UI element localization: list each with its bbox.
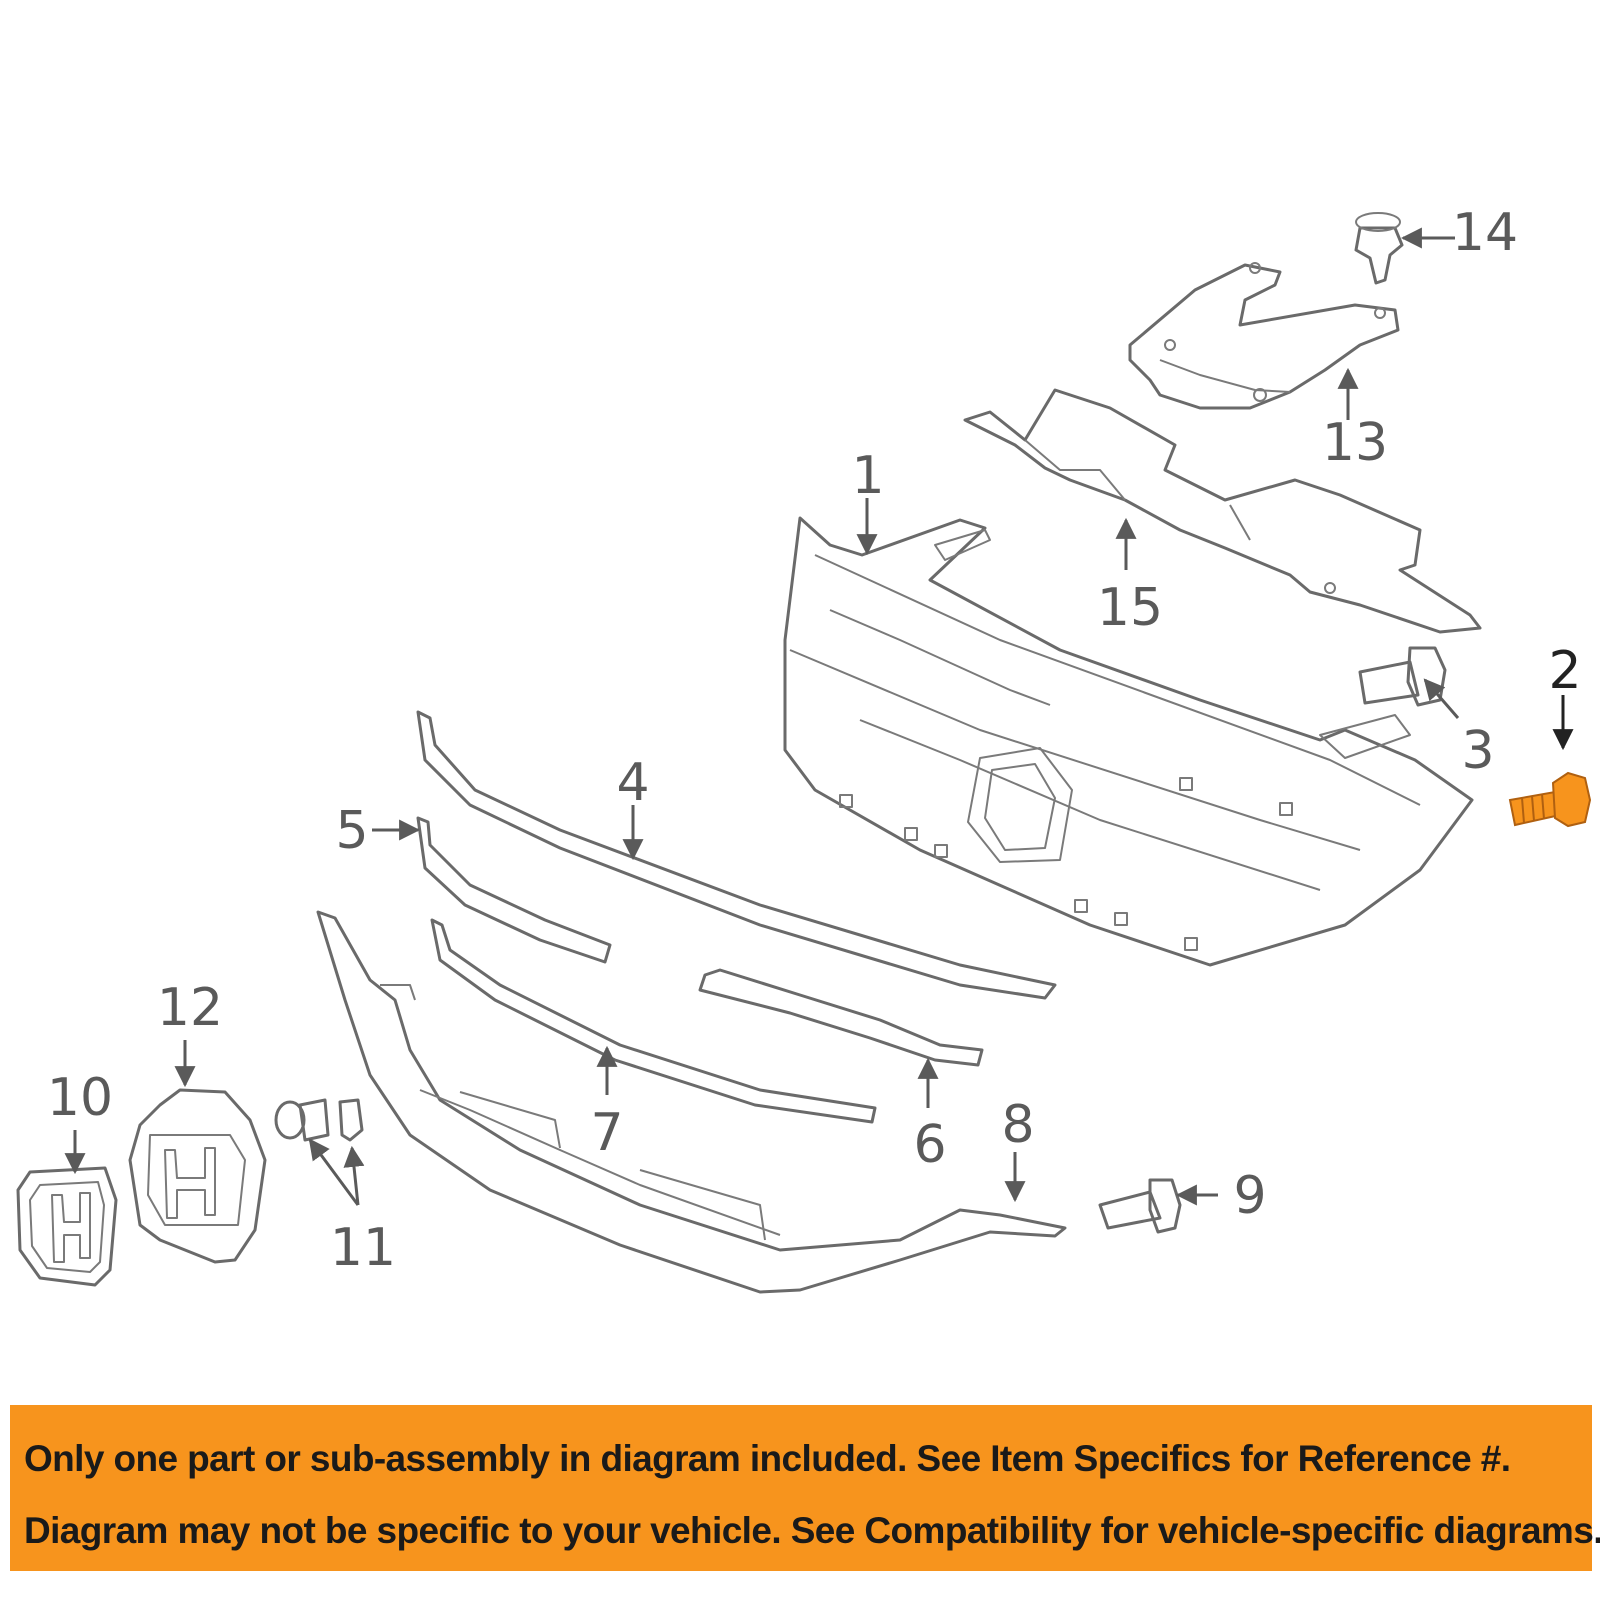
callout-8: 8 <box>1001 1095 1034 1155</box>
disclaimer-line-2: Diagram may not be specific to your vehi… <box>24 1510 1600 1551</box>
disclaimer-banner: Only one part or sub-assembly in diagram… <box>10 1405 1600 1571</box>
callout-6: 6 <box>913 1115 946 1175</box>
part-6-right-molding <box>698 968 984 1067</box>
part-13-bracket <box>1128 262 1400 410</box>
part-3-bolt <box>1358 646 1447 707</box>
callout-12: 12 <box>157 978 223 1038</box>
part-2-bolt-highlighted <box>1508 771 1592 828</box>
part-1-grille <box>783 516 1474 967</box>
callout-11: 11 <box>330 1218 396 1278</box>
callout-14: 14 <box>1452 203 1518 263</box>
part-12-emblem-base <box>128 1088 267 1264</box>
part-14-clip <box>1354 212 1404 285</box>
disclaimer-line-1: Only one part or sub-assembly in diagram… <box>24 1438 1511 1479</box>
leader-lines <box>64 227 1574 1206</box>
part-5-molding <box>416 816 612 964</box>
callout-10: 10 <box>47 1068 113 1128</box>
callout-2: 2 <box>1548 641 1581 701</box>
part-4-upper-molding <box>416 710 1057 1000</box>
callout-5: 5 <box>335 801 368 861</box>
callout-1: 1 <box>851 446 884 506</box>
callout-15: 15 <box>1097 578 1163 638</box>
part-11-clips <box>274 1098 364 1142</box>
part-8-lower-grille <box>316 910 1067 1294</box>
callout-4: 4 <box>616 753 649 813</box>
part-10-emblem <box>16 1166 118 1287</box>
callout-13: 13 <box>1322 413 1388 473</box>
callouts: 1 2 3 4 5 6 7 8 9 10 11 12 13 14 15 <box>47 203 1582 1278</box>
callout-3: 3 <box>1461 721 1494 781</box>
part-7-lower-molding <box>430 918 877 1124</box>
part-9-bolt <box>1098 1178 1182 1234</box>
callout-9: 9 <box>1233 1166 1266 1226</box>
part-15-upper-bracket <box>963 388 1482 634</box>
callout-7: 7 <box>590 1103 623 1163</box>
